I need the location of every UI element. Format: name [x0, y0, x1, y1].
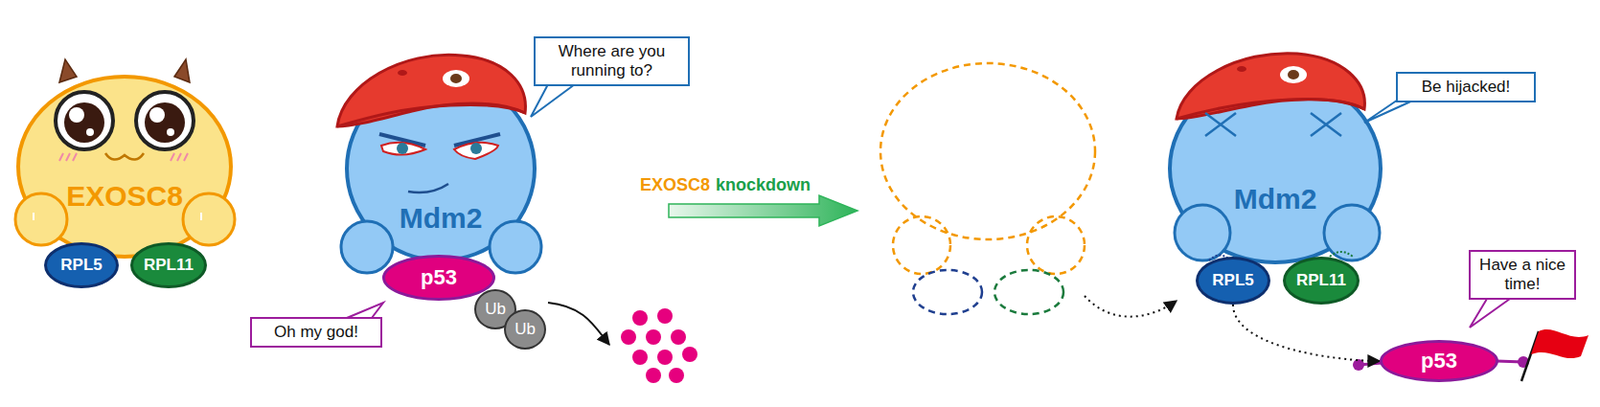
exosc8-character [15, 59, 235, 257]
node-text: Ub [484, 299, 506, 320]
knockdown-label: EXOSC8knockdown [640, 175, 811, 196]
node-text: Mdm2 [1234, 182, 1318, 216]
p53-tails-flag [1352, 329, 1589, 382]
rpl11-ellipse: RPL11 [1282, 256, 1360, 305]
rpl11-ellipse: RPL11 [130, 242, 207, 289]
node-text: Oh my god! [274, 322, 359, 343]
node-text: p53 [420, 265, 458, 291]
knockdown-text: EXOSC8 [640, 175, 710, 196]
node-text: Ub [514, 320, 536, 340]
knockdown-text: knockdown [715, 175, 811, 196]
node-text: RPL11 [1296, 271, 1347, 291]
node-text: Have a nice time! [1478, 255, 1567, 296]
node-text: RPL5 [60, 255, 102, 275]
speech-bubble: Have a nice time! [1468, 250, 1577, 300]
p53-ellipse: p53 [382, 254, 496, 301]
mdm2-body: Mdm2 [373, 197, 508, 240]
exosc8-body: EXOSC8 [43, 175, 206, 218]
bubble-tail [530, 84, 575, 117]
ubiquitin-circle: Ub [503, 309, 547, 350]
bubble-tail [1469, 298, 1510, 328]
node-text: Mdm2 [399, 202, 483, 235]
ghost-outlines [880, 63, 1096, 315]
mdm2-character [337, 54, 542, 274]
node-text: RPL11 [143, 255, 194, 275]
speech-bubble: Oh my god! [250, 317, 383, 348]
mdm2-hijacked-character [1169, 53, 1381, 263]
degradation [548, 302, 698, 384]
knockdown-arrow [668, 195, 858, 227]
node-text: EXOSC8 [66, 180, 183, 213]
speech-bubble: Be hijacked! [1395, 71, 1536, 103]
speech-bubble: Where are you running to? [533, 36, 690, 87]
bubble-tail [346, 302, 384, 319]
node-text: Where are you running to? [543, 42, 681, 82]
release-arrow [1084, 296, 1177, 318]
mdm2-body: Mdm2 [1208, 178, 1343, 221]
rpl5-ellipse: RPL5 [1195, 256, 1271, 305]
dotted-arrow [1233, 304, 1380, 362]
node-text: Be hijacked! [1421, 77, 1511, 97]
node-text: RPL5 [1211, 271, 1254, 291]
node-text: p53 [1420, 348, 1458, 374]
p53-ellipse: p53 [1379, 340, 1499, 383]
rpl5-ellipse: RPL5 [44, 242, 119, 289]
